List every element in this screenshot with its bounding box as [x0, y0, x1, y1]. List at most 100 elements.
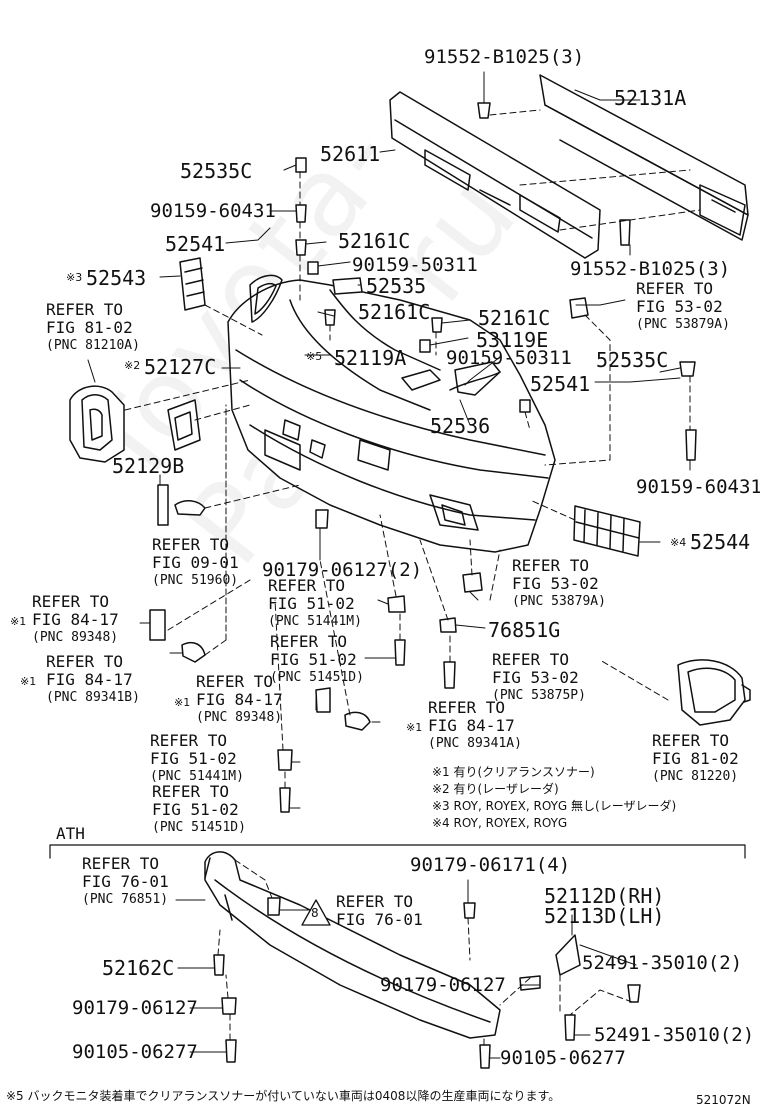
ref-line: FIG 51-02 [270, 650, 357, 669]
ref-line: REFER TO [512, 556, 590, 575]
grille-52543-drawing [179, 257, 206, 311]
ref-pnc: (PNC 81220) [652, 769, 739, 784]
ref-pnc: (PNC 89348) [196, 710, 283, 725]
ref-pnc: (PNC 51441M) [150, 769, 244, 784]
left-fog-lamp-drawing [69, 385, 125, 463]
note-mark: ※4 [670, 536, 687, 549]
reference-fig53-mid: REFER TO FIG 53-02 (PNC 53879A) [512, 556, 606, 609]
warning-triangle-icon [301, 899, 331, 926]
ref-line: FIG 84-17 [196, 690, 283, 709]
part-label: 90159-50311 [352, 254, 478, 276]
figure-code: 521072N [696, 1093, 751, 1107]
note-line: ※1 有り(クリアランスソナー) [432, 765, 595, 779]
ref-pnc: (PNC 89348) [32, 630, 119, 645]
part-label: 52491-35010(2) [594, 1024, 755, 1046]
part-label: 90105-06277 [500, 1047, 626, 1069]
reference-fig09: REFER TO FIG 09-01 (PNC 51960) [152, 537, 239, 588]
note-mark: ※1 [406, 721, 423, 734]
ref-line: FIG 76-01 [82, 872, 169, 891]
ref-pnc: (PNC 53879A) [636, 317, 730, 332]
ref-line: REFER TO [152, 782, 230, 801]
part-label: 90159-60431 [150, 200, 276, 222]
ref-line: FIG 84-17 [32, 610, 119, 629]
reference-fig76-a: REFER TO FIG 76-01 (PNC 76851) [82, 854, 169, 907]
part-label: 52127C [144, 355, 217, 379]
part-label: 52535 [366, 274, 427, 298]
reference-fig81-left: REFER TO FIG 81-02 (PNC 81210A) [46, 302, 140, 353]
ref-line: REFER TO [46, 652, 124, 671]
notes-block: ※1 有り(クリアランスソナー) ※2 有り(レーザレーダ) ※3 ROY, R… [432, 766, 676, 829]
reference-fig51-c: REFER TO FIG 51-02 (PNC 51441M) [150, 731, 244, 784]
ref-pnc: (PNC 51451D) [270, 670, 364, 685]
note-mark: ※1 [174, 696, 191, 709]
energy-absorber-drawing [389, 91, 601, 259]
ref-line: REFER TO [492, 650, 570, 669]
grille-52544-drawing [573, 505, 641, 557]
reference-fig51-b: REFER TO FIG 51-02 (PNC 51451D) [270, 632, 364, 685]
part-label: 90159-50311 [446, 347, 572, 369]
part-label: 52541 [165, 232, 226, 256]
part-label: 52129B [112, 454, 185, 478]
part-label: 52544 [690, 530, 751, 554]
part-label: 91552-B1025(3) [424, 46, 585, 68]
ref-line: FIG 76-01 [336, 910, 423, 929]
part-label: 90179-06127 [72, 997, 198, 1019]
bumper-reinforcement-drawing [539, 74, 749, 241]
ref-pnc: (PNC 53879A) [512, 594, 606, 609]
part-label: 52161C [358, 300, 431, 324]
section-label-ath: ATH [56, 824, 85, 843]
note-line: ※2 有り(レーザレーダ) [432, 782, 559, 796]
note-line: ※4 ROY, ROYEX, ROYG [432, 816, 568, 830]
ref-pnc: (PNC 89341B) [46, 690, 140, 705]
ref-line: REFER TO [428, 698, 506, 717]
ref-line: FIG 81-02 [652, 749, 739, 768]
reference-fig84-a: REFER TO FIG 84-17 (PNC 89348) [32, 594, 119, 645]
fastener-glyphs [149, 102, 697, 1069]
ref-line: FIG 51-02 [268, 594, 355, 613]
part-label: 90179-06127(2) [262, 559, 423, 581]
triangle-mark-number: 8 [311, 906, 319, 920]
note-mark: ※5 [306, 350, 323, 363]
part-label: 91552-B1025(3) [570, 258, 731, 280]
part-label: 52112D(RH) [544, 884, 665, 908]
ref-line: FIG 51-02 [150, 749, 237, 768]
ref-pnc: (PNC 51451D) [152, 820, 246, 835]
ref-line: FIG 09-01 [152, 553, 239, 572]
ref-pnc: (PNC 51960) [152, 573, 239, 588]
ref-line: REFER TO [150, 731, 228, 750]
reference-fig84-c: REFER TO FIG 84-17 (PNC 89348) [196, 672, 283, 725]
ref-line: REFER TO [196, 672, 274, 691]
part-label: 52119A [334, 346, 407, 370]
front-spoiler-drawing [204, 851, 501, 1039]
reference-fig76-b: REFER TO FIG 76-01 [336, 894, 423, 928]
note-mark: ※3 [66, 271, 83, 284]
leader-lines [87, 71, 691, 1059]
ref-pnc: (PNC 76851) [82, 892, 169, 907]
part-label: 52611 [320, 142, 381, 166]
ref-pnc: (PNC 89341A) [428, 736, 522, 751]
reference-fig53-c: REFER TO FIG 53-02 (PNC 53875P) [492, 650, 586, 703]
ref-line: REFER TO [82, 854, 160, 873]
ath-section-bracket [49, 844, 746, 859]
ref-line: FIG 84-17 [428, 716, 515, 735]
part-label: 76851G [488, 618, 561, 642]
part-label: 52113D(LH) [544, 904, 665, 928]
note-mark: ※1 [20, 675, 37, 688]
part-label: 90105-06277 [72, 1041, 198, 1063]
ref-line: FIG 53-02 [512, 574, 599, 593]
part-label: 52535C [180, 159, 253, 183]
ref-line: FIG 53-02 [636, 297, 723, 316]
part-label: 90179-06171(4) [410, 854, 571, 876]
part-label: 52543 [86, 266, 147, 290]
bumper-cover-drawing [227, 274, 556, 553]
reference-fig81-right: REFER TO FIG 81-02 (PNC 81220) [652, 733, 739, 784]
part-label: 90179-06127 [380, 974, 506, 996]
note-mark: ※1 [10, 615, 27, 628]
bracket-52127c-drawing [167, 399, 201, 451]
ref-pnc: (PNC 51441M) [268, 614, 362, 629]
part-label: 52161C [478, 306, 551, 330]
ref-pnc: (PNC 53875P) [492, 688, 586, 703]
ref-line: REFER TO [270, 632, 348, 651]
part-label: 52162C [102, 956, 175, 980]
